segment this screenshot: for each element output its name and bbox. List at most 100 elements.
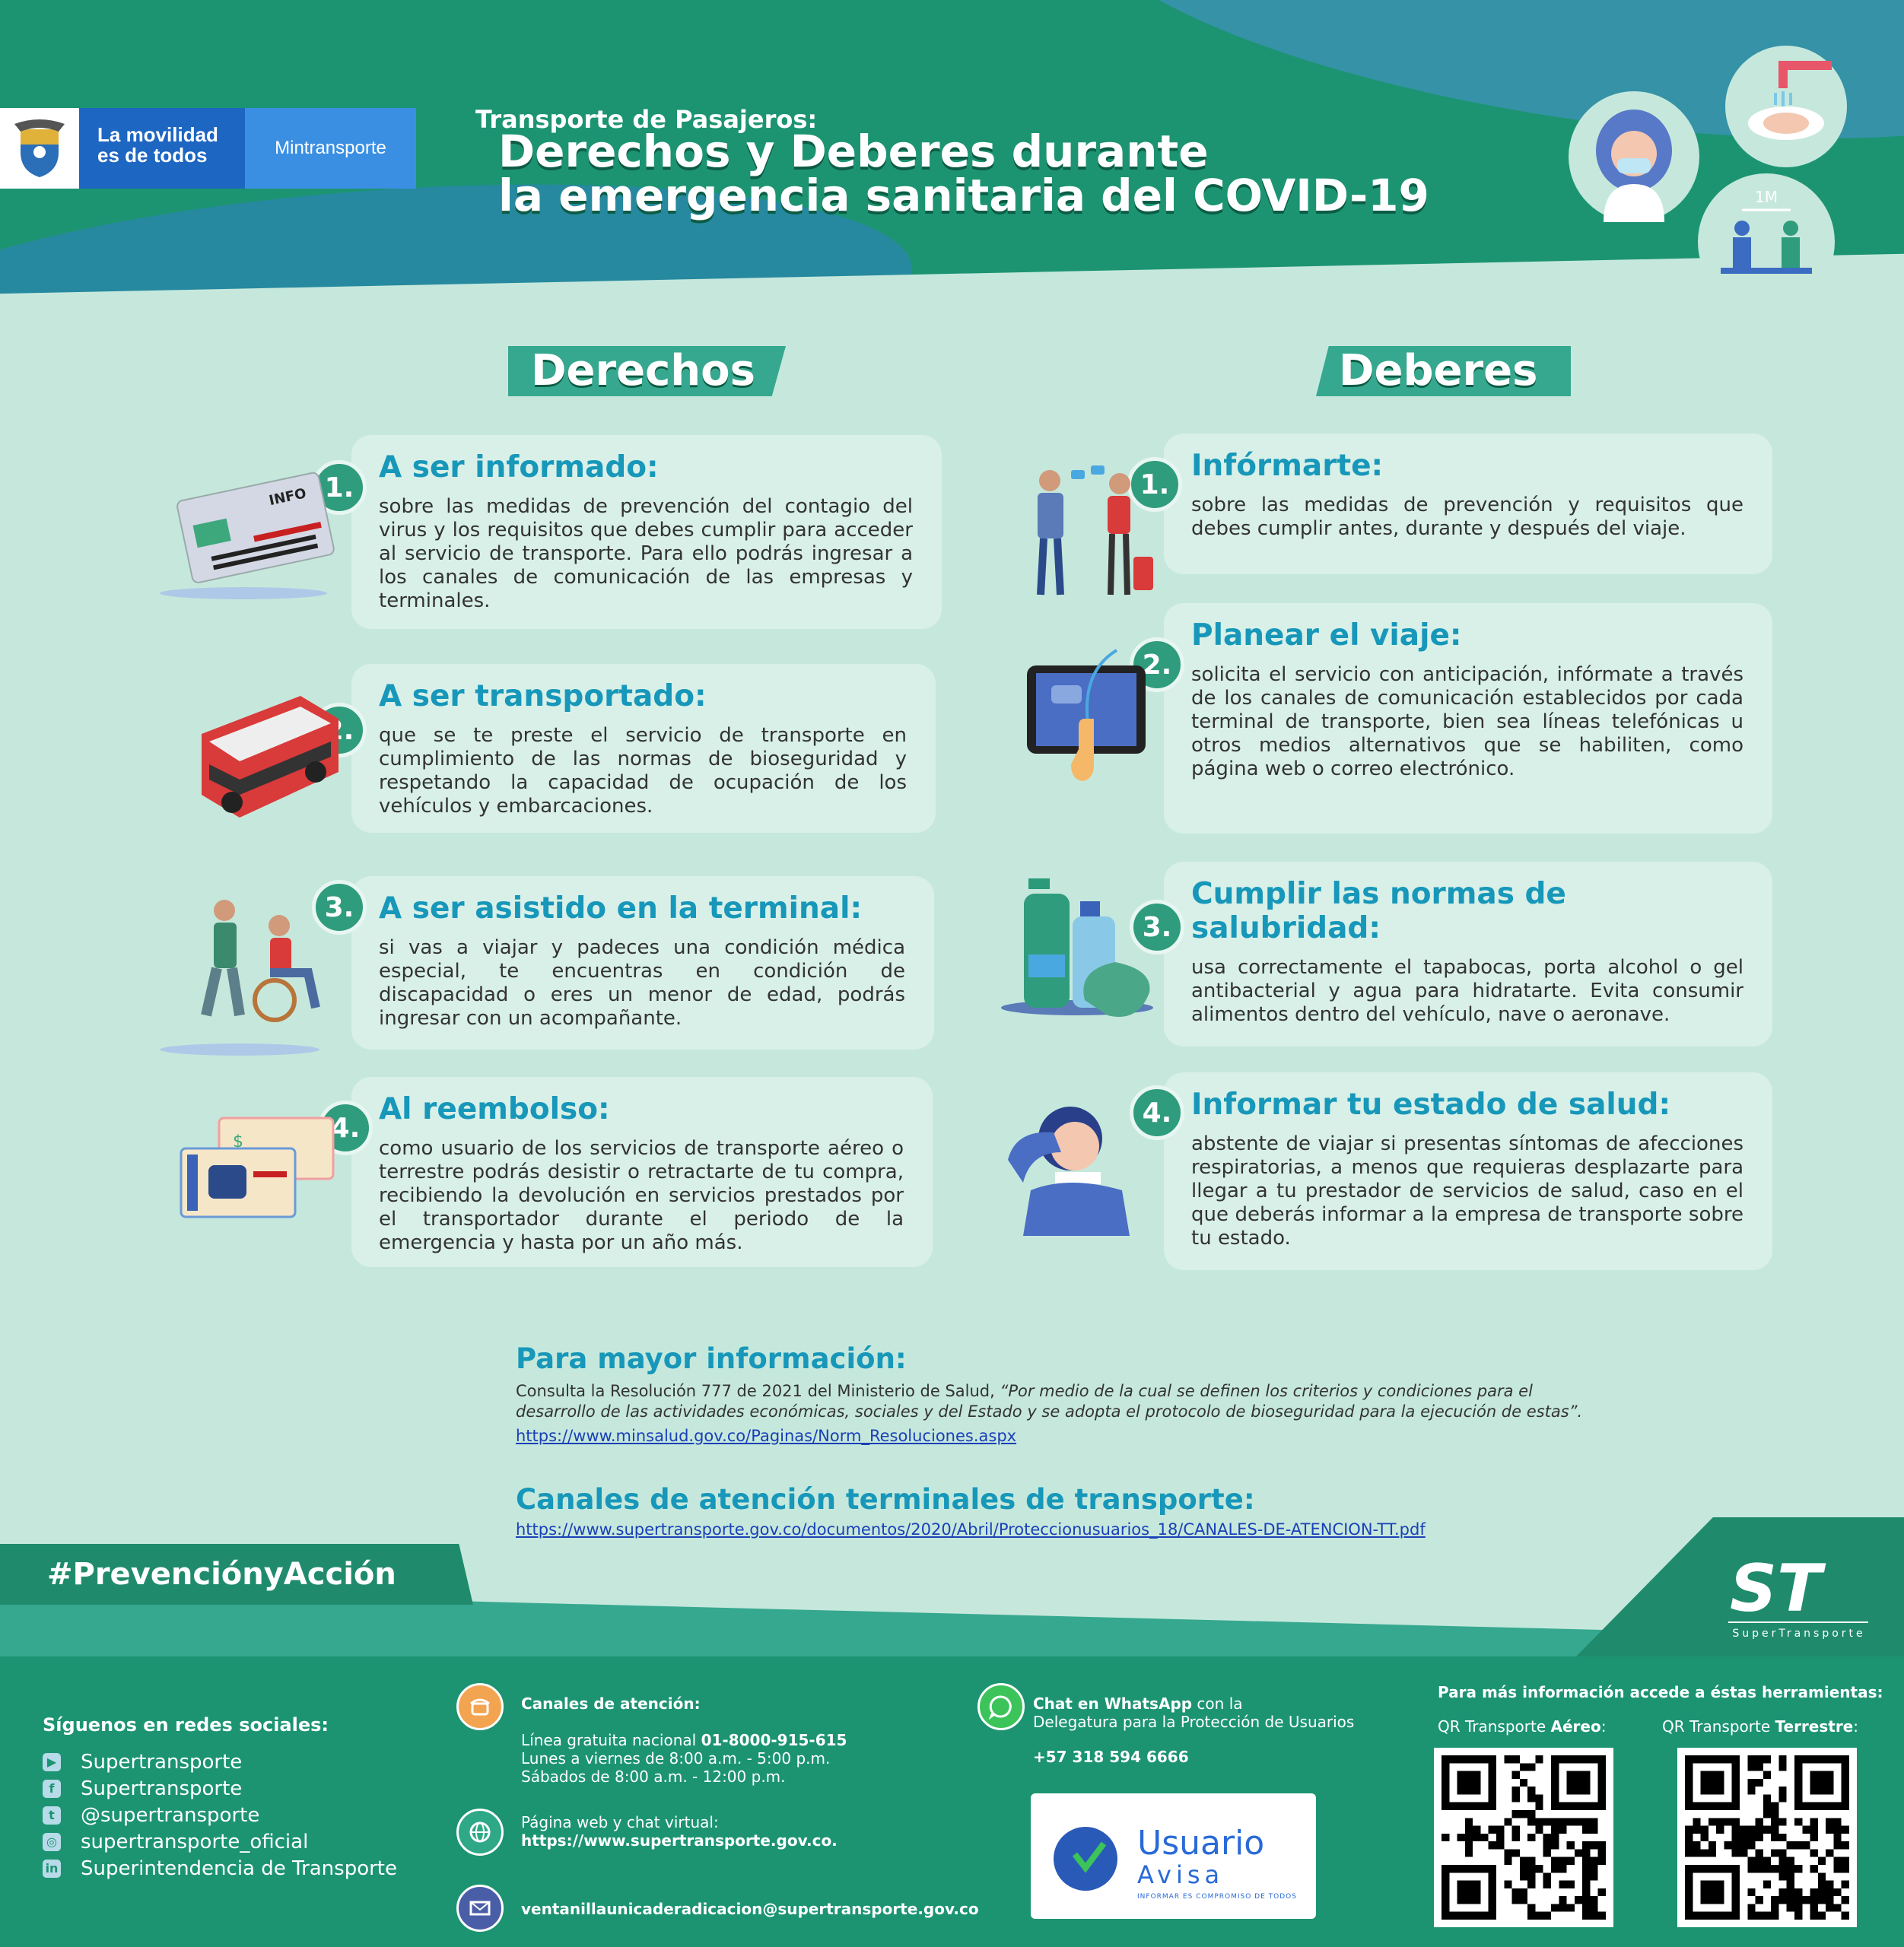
more-info-section: Para mayor información: Consulta la Reso… xyxy=(516,1342,1626,1445)
social-label: @supertransporte xyxy=(81,1803,260,1827)
derecho-card: A ser informado: sobre las medidas de pr… xyxy=(351,435,942,629)
footer: Síguenos en redes sociales: ▶ Supertransp… xyxy=(0,1656,1904,1947)
tablet-icon xyxy=(1025,643,1147,790)
channels-link[interactable]: https://www.supertransporte.gov.co/docum… xyxy=(516,1520,1426,1539)
derecho-text: sobre las medidas de prevención del cont… xyxy=(379,495,913,612)
gov-slogan: La movilidad es de todos xyxy=(79,108,245,189)
usuario-avisa-tagline: INFORMAR ES COMPROMISO DE TODOS xyxy=(1137,1893,1297,1901)
usuario-avisa-title: Usuario xyxy=(1137,1824,1264,1863)
derecho-title: A ser asistido en la terminal: xyxy=(379,891,863,926)
social-item-youtube[interactable]: ▶ Supertransporte xyxy=(43,1750,397,1774)
st-logo-letters: ST xyxy=(1730,1552,1826,1627)
deber-title: Cumplir las normas de salubridad: xyxy=(1191,877,1566,945)
qr-colon: : xyxy=(1853,1717,1858,1736)
derecho-text: como usuario de los servicios de transpo… xyxy=(379,1137,904,1254)
handwash-icon xyxy=(1725,46,1847,167)
whatsapp-number[interactable]: +57 318 594 6666 xyxy=(1033,1748,1189,1766)
qr-code-land[interactable] xyxy=(1677,1748,1857,1927)
thumbs-up-icon xyxy=(1054,1827,1117,1891)
whatsapp-bold: Chat en WhatsApp xyxy=(1033,1694,1193,1713)
email-address[interactable]: ventanillaunicaderadicacion@supertranspo… xyxy=(521,1900,979,1918)
usuario-avisa-logo[interactable]: Usuario Avisa INFORMAR ES COMPROMISO DE … xyxy=(1031,1793,1316,1919)
st-logo-name: SuperTransporte xyxy=(1732,1628,1865,1640)
deber-text: abstente de viajar si presentas síntomas… xyxy=(1191,1132,1743,1250)
hours-weekdays: Lunes a viernes de 8:00 a.m. - 5:00 p.m. xyxy=(521,1749,831,1768)
deber-title: Planear el viaje: xyxy=(1191,618,1462,653)
deber-number: 3. xyxy=(1130,900,1184,954)
deber-text: solicita el servicio con anticipación, i… xyxy=(1191,663,1743,780)
people-talking-icon xyxy=(1021,465,1165,613)
social-item-facebook[interactable]: f Supertransporte xyxy=(43,1777,397,1800)
social-heading: Síguenos en redes sociales: xyxy=(43,1714,329,1736)
linkedin-icon: in xyxy=(43,1859,61,1878)
deber-text: usa correctamente el tapabocas, porta al… xyxy=(1191,956,1743,1026)
twitter-icon: t xyxy=(43,1806,61,1825)
more-info-title: Para mayor información: xyxy=(516,1342,907,1375)
colombia-crest-icon xyxy=(0,108,79,189)
derecho-text: si vas a viajar y padeces una condición … xyxy=(379,936,905,1030)
social-label: Supertransporte xyxy=(81,1777,243,1800)
bus-icon xyxy=(194,688,346,828)
hashtag-banner: #PrevenciónyAcción xyxy=(0,1544,473,1605)
minsalud-link[interactable]: https://www.minsalud.gov.co/Paginas/Norm… xyxy=(516,1427,1017,1445)
whatsapp-icon[interactable] xyxy=(977,1683,1025,1730)
social-label: supertransporte_oficial xyxy=(81,1830,309,1853)
usuario-avisa-subtitle: Avisa xyxy=(1137,1860,1224,1889)
deber-number: 4. xyxy=(1130,1085,1184,1140)
social-links: Síguenos en redes sociales: ▶ Supertransp… xyxy=(43,1714,397,1880)
web-url[interactable]: https://www.supertransporte.gov.co. xyxy=(521,1831,838,1850)
qr-heading: Para más información accede a éstas herr… xyxy=(1438,1683,1883,1701)
distance-icon: 1M xyxy=(1698,173,1835,310)
sick-person-icon xyxy=(1000,1099,1137,1239)
derecho-number: 3. xyxy=(312,880,367,935)
qr-code-air[interactable] xyxy=(1434,1748,1613,1927)
distance-label: 1M xyxy=(1755,188,1778,206)
supertransporte-logo[interactable]: ST SuperTransporte xyxy=(1727,1551,1871,1643)
email-channel: ventanillaunicaderadicacion@supertranspo… xyxy=(521,1900,979,1918)
web-label: Página web y chat virtual: xyxy=(521,1813,719,1831)
deber-card: Cumplir las normas de salubridad: usa co… xyxy=(1164,862,1772,1047)
social-label: Supertransporte xyxy=(81,1750,243,1774)
facebook-icon: f xyxy=(43,1779,61,1798)
government-logo[interactable]: La movilidad es de todos Mintransporte xyxy=(0,108,416,189)
qr-land-bold: Terrestre xyxy=(1775,1717,1854,1736)
channels-section: Canales de atención terminales de transp… xyxy=(516,1483,1626,1539)
line-number[interactable]: 01-8000-915-615 xyxy=(701,1731,847,1749)
whatsapp-rest: con la xyxy=(1192,1694,1243,1713)
web-channel: Página web y chat virtual: https://www.s… xyxy=(521,1813,838,1850)
derecho-text: que se te preste el servicio de transpor… xyxy=(379,724,907,818)
attention-channels: Canales de atención: Línea gratuita naci… xyxy=(521,1694,847,1786)
deber-card: Informar tu estado de salud: abstente de… xyxy=(1164,1072,1772,1270)
mail-icon xyxy=(456,1885,504,1932)
deberes-heading: Deberes xyxy=(1316,346,1571,396)
info-card-icon: INFO xyxy=(160,464,342,604)
phone-icon xyxy=(456,1683,504,1730)
page-supertitle: Transporte de Pasajeros: xyxy=(475,105,818,134)
title-line: Derechos y Deberes durante xyxy=(498,125,1209,177)
more-info-text: Consulta la Resolución 777 de 2021 del M… xyxy=(516,1381,1626,1422)
social-item-instagram[interactable]: ◎ supertransporte_oficial xyxy=(43,1830,397,1853)
more-info-text-italic: “Por medio de la cual se definen los cri… xyxy=(1000,1382,1533,1400)
page-title: Derechos y Deberes durante la emergencia… xyxy=(498,129,1429,218)
deber-card: Infórmarte: sobre las medidas de prevenc… xyxy=(1164,434,1772,574)
mask-person-icon xyxy=(1569,91,1699,222)
qr-air-label: QR Transporte Aéreo: xyxy=(1438,1717,1606,1736)
derecho-title: Al reembolso: xyxy=(379,1092,610,1126)
attention-heading: Canales de atención: xyxy=(521,1694,701,1713)
more-info-text-plain: Consulta la Resolución 777 de 2021 del M… xyxy=(516,1382,1000,1400)
whatsapp-line2: Delegatura para la Protección de Usuario… xyxy=(1033,1713,1355,1731)
youtube-icon: ▶ xyxy=(43,1752,61,1771)
ministry-label: Mintransporte xyxy=(245,108,416,189)
sanitizer-icon xyxy=(1001,878,1161,1026)
qr-land-label: QR Transporte Terrestre: xyxy=(1662,1717,1858,1736)
whatsapp-channel: Chat en WhatsApp con la Delegatura para … xyxy=(1033,1694,1354,1766)
derecho-card: Al reembolso: como usuario de los servic… xyxy=(351,1077,933,1267)
social-item-twitter[interactable]: t @supertransporte xyxy=(43,1803,397,1827)
whatsapp-line1: Chat en WhatsApp con la xyxy=(1033,1694,1354,1713)
instagram-icon: ◎ xyxy=(43,1832,61,1851)
derecho-title: A ser transportado: xyxy=(379,679,707,713)
line-prefix: Línea gratuita nacional xyxy=(521,1731,701,1749)
dollar-label: $ xyxy=(233,1132,243,1151)
channels-title: Canales de atención terminales de transp… xyxy=(516,1483,1255,1516)
